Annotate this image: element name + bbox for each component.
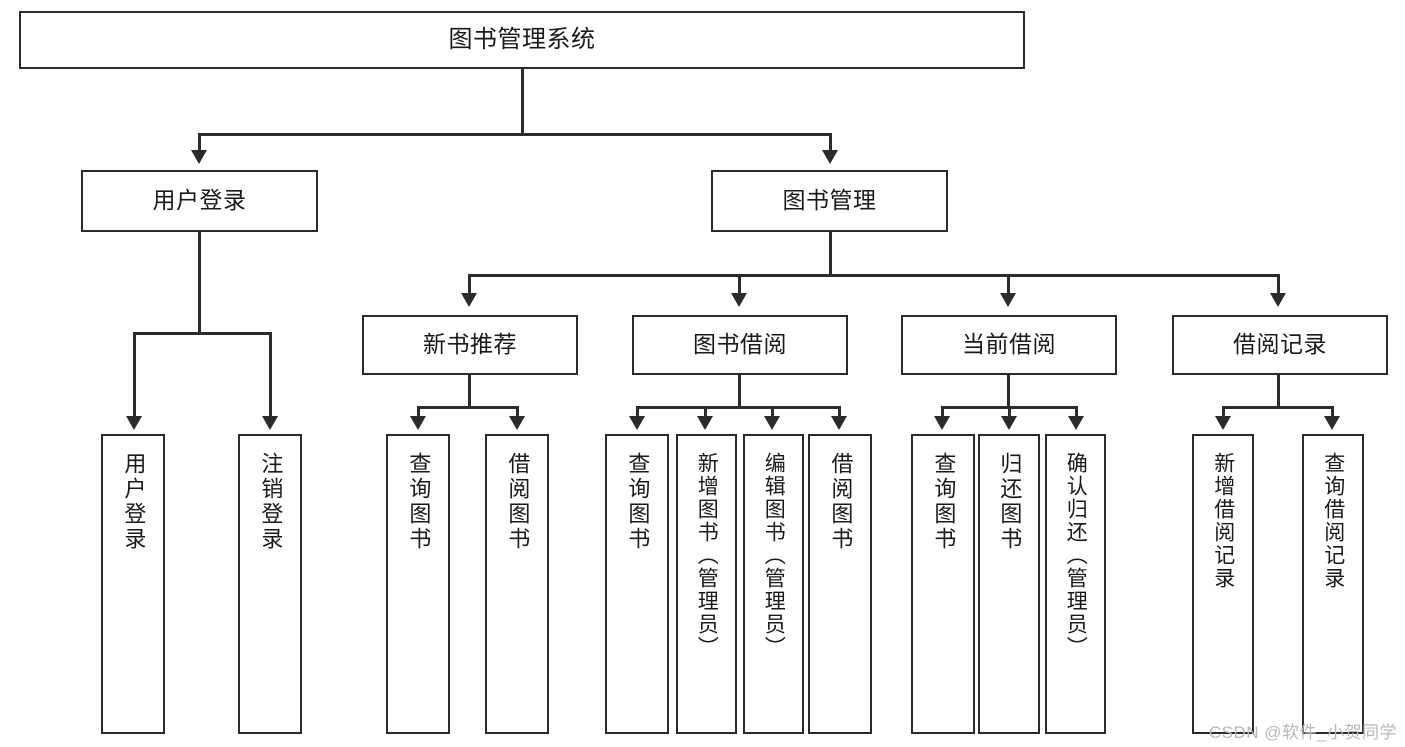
connector-new-book-rec-to-leaf-1 bbox=[417, 406, 420, 419]
node-label: 用户登录 bbox=[152, 187, 247, 214]
connector-book-borrow-stem bbox=[738, 375, 741, 408]
arrow-book-manage-to-current-borrow bbox=[1000, 293, 1016, 307]
node-leaf-add-book[interactable]: 新增图书（管理员） bbox=[676, 434, 737, 734]
node-label: 查询图书 bbox=[931, 452, 957, 552]
arrow-book-manage-to-book-borrow bbox=[731, 293, 747, 307]
connector-current-borrow-to-leaf-1 bbox=[941, 406, 944, 419]
connector-book-manage-to-book-borrow bbox=[738, 274, 741, 296]
arrow-user-login-to-leaf-1 bbox=[126, 416, 142, 430]
arrow-book-manage-to-new-book-rec bbox=[461, 293, 477, 307]
arrow-book-borrow-to-leaf-3 bbox=[764, 416, 780, 430]
arrow-new-book-rec-to-leaf-2 bbox=[509, 416, 525, 430]
node-label: 图书借阅 bbox=[693, 331, 787, 358]
connector-new-book-rec-to-leaf-2 bbox=[516, 406, 519, 419]
node-label: 归还图书 bbox=[997, 452, 1023, 552]
arrow-user-login-to-leaf-2 bbox=[262, 416, 278, 430]
arrow-borrow-record-to-leaf-2 bbox=[1324, 416, 1340, 430]
node-label: 借阅图书 bbox=[505, 452, 531, 552]
node-root-book-management-system[interactable]: 图书管理系统 bbox=[19, 11, 1025, 69]
arrow-current-borrow-to-leaf-3 bbox=[1068, 416, 1084, 430]
connector-user-login-to-leaf-2 bbox=[269, 332, 272, 419]
connector-book-manage-to-borrow-record bbox=[1277, 274, 1280, 296]
connector-root-stem bbox=[521, 69, 524, 135]
connector-book-borrow-to-leaf-4 bbox=[838, 406, 841, 419]
arrow-book-borrow-to-leaf-1 bbox=[629, 416, 645, 430]
node-label: 借阅记录 bbox=[1233, 331, 1327, 358]
connector-book-borrow-to-leaf-3 bbox=[771, 406, 774, 419]
node-label: 新增图书（管理员） bbox=[695, 452, 719, 659]
connector-user-login-to-leaf-1 bbox=[133, 332, 136, 419]
connector-user-login-stem bbox=[198, 232, 201, 334]
connector-user-login-bar bbox=[133, 332, 272, 335]
node-borrow-record[interactable]: 借阅记录 bbox=[1172, 315, 1388, 375]
node-label: 查询图书 bbox=[406, 452, 432, 552]
arrow-root-to-book-manage bbox=[822, 150, 838, 164]
node-leaf-query-book-rec[interactable]: 查询图书 bbox=[386, 434, 450, 734]
node-book-management[interactable]: 图书管理 bbox=[711, 170, 948, 232]
node-leaf-add-borrow-record[interactable]: 新增借阅记录 bbox=[1192, 434, 1254, 734]
connector-book-borrow-to-leaf-2 bbox=[704, 406, 707, 419]
node-leaf-query-book-current[interactable]: 查询图书 bbox=[911, 434, 975, 734]
node-label: 当前借阅 bbox=[962, 331, 1056, 358]
connector-book-manage-to-current-borrow bbox=[1007, 274, 1010, 296]
connector-borrow-record-to-leaf-1 bbox=[1222, 406, 1225, 419]
node-label: 图书管理 bbox=[782, 187, 877, 214]
connector-book-borrow-bar bbox=[636, 406, 841, 409]
arrow-current-borrow-to-leaf-2 bbox=[1001, 416, 1017, 430]
node-leaf-logout[interactable]: 注销登录 bbox=[238, 434, 302, 734]
node-leaf-return-book[interactable]: 归还图书 bbox=[978, 434, 1040, 734]
connector-new-book-rec-stem bbox=[468, 375, 471, 408]
node-book-borrow[interactable]: 图书借阅 bbox=[632, 315, 848, 375]
node-label: 新书推荐 bbox=[423, 331, 517, 358]
connector-current-borrow-stem bbox=[1007, 375, 1010, 408]
node-label: 用户登录 bbox=[121, 452, 147, 552]
connector-borrow-record-bar bbox=[1222, 406, 1334, 409]
connector-book-manage-to-new-book-rec bbox=[468, 274, 471, 296]
connector-book-manage-bar bbox=[468, 274, 1280, 277]
node-label: 图书管理系统 bbox=[448, 25, 596, 53]
arrow-new-book-rec-to-leaf-1 bbox=[410, 416, 426, 430]
node-leaf-confirm-return[interactable]: 确认归还（管理员） bbox=[1045, 434, 1106, 734]
connector-book-manage-stem bbox=[829, 232, 832, 276]
connector-current-borrow-to-leaf-2 bbox=[1008, 406, 1011, 419]
node-label: 新增借阅记录 bbox=[1211, 452, 1235, 590]
arrow-root-to-user-login bbox=[191, 150, 207, 164]
node-leaf-edit-book[interactable]: 编辑图书（管理员） bbox=[743, 434, 804, 734]
arrow-book-borrow-to-leaf-2 bbox=[697, 416, 713, 430]
connector-new-book-rec-bar bbox=[417, 406, 519, 409]
connector-borrow-record-to-leaf-2 bbox=[1331, 406, 1334, 419]
node-leaf-query-borrow-record[interactable]: 查询借阅记录 bbox=[1302, 434, 1364, 734]
connector-root-to-book-manage bbox=[829, 133, 832, 153]
node-new-book-recommend[interactable]: 新书推荐 bbox=[362, 315, 578, 375]
node-label: 查询借阅记录 bbox=[1321, 452, 1345, 590]
node-label: 查询图书 bbox=[625, 452, 651, 552]
node-leaf-query-book-borrow[interactable]: 查询图书 bbox=[605, 434, 669, 734]
node-label: 编辑图书（管理员） bbox=[762, 452, 786, 659]
connector-root-bar bbox=[198, 133, 832, 136]
node-leaf-user-login[interactable]: 用户登录 bbox=[101, 434, 165, 734]
node-leaf-borrow-book-rec[interactable]: 借阅图书 bbox=[485, 434, 549, 734]
connector-book-borrow-to-leaf-1 bbox=[636, 406, 639, 419]
arrow-borrow-record-to-leaf-1 bbox=[1215, 416, 1231, 430]
node-label: 确认归还（管理员） bbox=[1064, 452, 1088, 659]
node-user-login[interactable]: 用户登录 bbox=[81, 170, 318, 232]
arrow-book-manage-to-borrow-record bbox=[1270, 293, 1286, 307]
connector-current-borrow-to-leaf-3 bbox=[1075, 406, 1078, 419]
node-label: 注销登录 bbox=[258, 452, 284, 552]
watermark-text: CSDN @软件_小贺同学 bbox=[1208, 723, 1397, 742]
connector-root-to-user-login bbox=[198, 133, 201, 153]
connector-borrow-record-stem bbox=[1277, 375, 1280, 408]
arrow-book-borrow-to-leaf-4 bbox=[831, 416, 847, 430]
node-current-borrow[interactable]: 当前借阅 bbox=[901, 315, 1117, 375]
arrow-current-borrow-to-leaf-1 bbox=[934, 416, 950, 430]
node-label: 借阅图书 bbox=[828, 452, 854, 552]
node-leaf-borrow-book[interactable]: 借阅图书 bbox=[808, 434, 872, 734]
